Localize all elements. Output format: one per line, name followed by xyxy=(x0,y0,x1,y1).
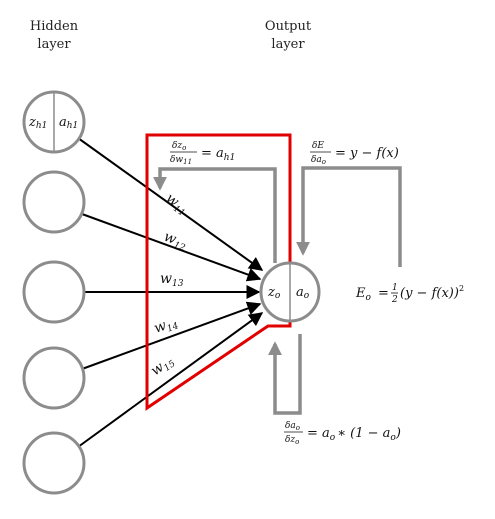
hidden-node-1-z-label: zh1 xyxy=(28,115,47,131)
output-node-a-label: ao xyxy=(296,285,310,301)
eq-error-lhs: Eo xyxy=(355,286,372,303)
eq-error-frac-num: 1 xyxy=(392,283,398,293)
hidden-node-3 xyxy=(22,260,86,324)
feedback-arrow-dz-dw xyxy=(153,167,277,263)
feedback-arrow-da-dz xyxy=(268,334,302,415)
eq-dEda-denominator: δao xyxy=(311,155,326,166)
edge-w11 xyxy=(77,137,264,271)
feedback-arrow-dE-da xyxy=(296,166,402,267)
eq-dadz-denominator: δzo xyxy=(285,435,299,446)
hidden-node-5 xyxy=(22,431,86,495)
hidden-node-2 xyxy=(22,170,86,234)
equation-da-dz: δao δzo = ao∗ (1 − ao) xyxy=(284,421,401,446)
hidden-layer-title-line1: Hidden xyxy=(30,19,79,34)
edge-w15 xyxy=(77,312,264,448)
eq-dEda-numerator: δE xyxy=(312,141,324,151)
weight-label-w13: w13 xyxy=(160,271,184,289)
weight-label-w12: w12 xyxy=(161,229,189,254)
weight-label-w11: w11 xyxy=(161,190,191,218)
equation-error: Eo = 1 2 (y − f(x))2 xyxy=(355,283,464,305)
eq-dadz-rhs: = ao∗ (1 − ao) xyxy=(307,426,401,443)
eq-error-rest: (y − f(x))2 xyxy=(400,284,464,301)
edge-w14 xyxy=(81,301,262,370)
hidden-node-4 xyxy=(22,346,86,410)
eq-dEda-rhs: = y − f(x) xyxy=(335,146,399,161)
highlight-box xyxy=(145,133,292,411)
eq-dzdw-denominator: δw11 xyxy=(170,155,192,166)
output-layer-title-line2: layer xyxy=(271,37,305,52)
equation-dE-da: δE δao = y − f(x) xyxy=(310,141,399,166)
hidden-node-1-a-label: ah1 xyxy=(59,115,78,131)
output-layer-title-line1: Output xyxy=(265,19,312,34)
edge-w12 xyxy=(81,213,262,282)
eq-dadz-numerator: δao xyxy=(285,421,300,432)
equation-dz-dw: δzo δw11 = ah1 xyxy=(170,141,235,166)
eq-dzdw-numerator: δzo xyxy=(172,141,186,152)
eq-error-frac-den: 2 xyxy=(391,295,398,305)
eq-dzdw-rhs: = ah1 xyxy=(201,146,235,163)
hidden-layer-title-line2: layer xyxy=(37,37,71,52)
weight-label-w14: w14 xyxy=(152,314,180,339)
eq-error-equals: = xyxy=(378,286,389,301)
output-node-z-label: zo xyxy=(267,285,281,301)
